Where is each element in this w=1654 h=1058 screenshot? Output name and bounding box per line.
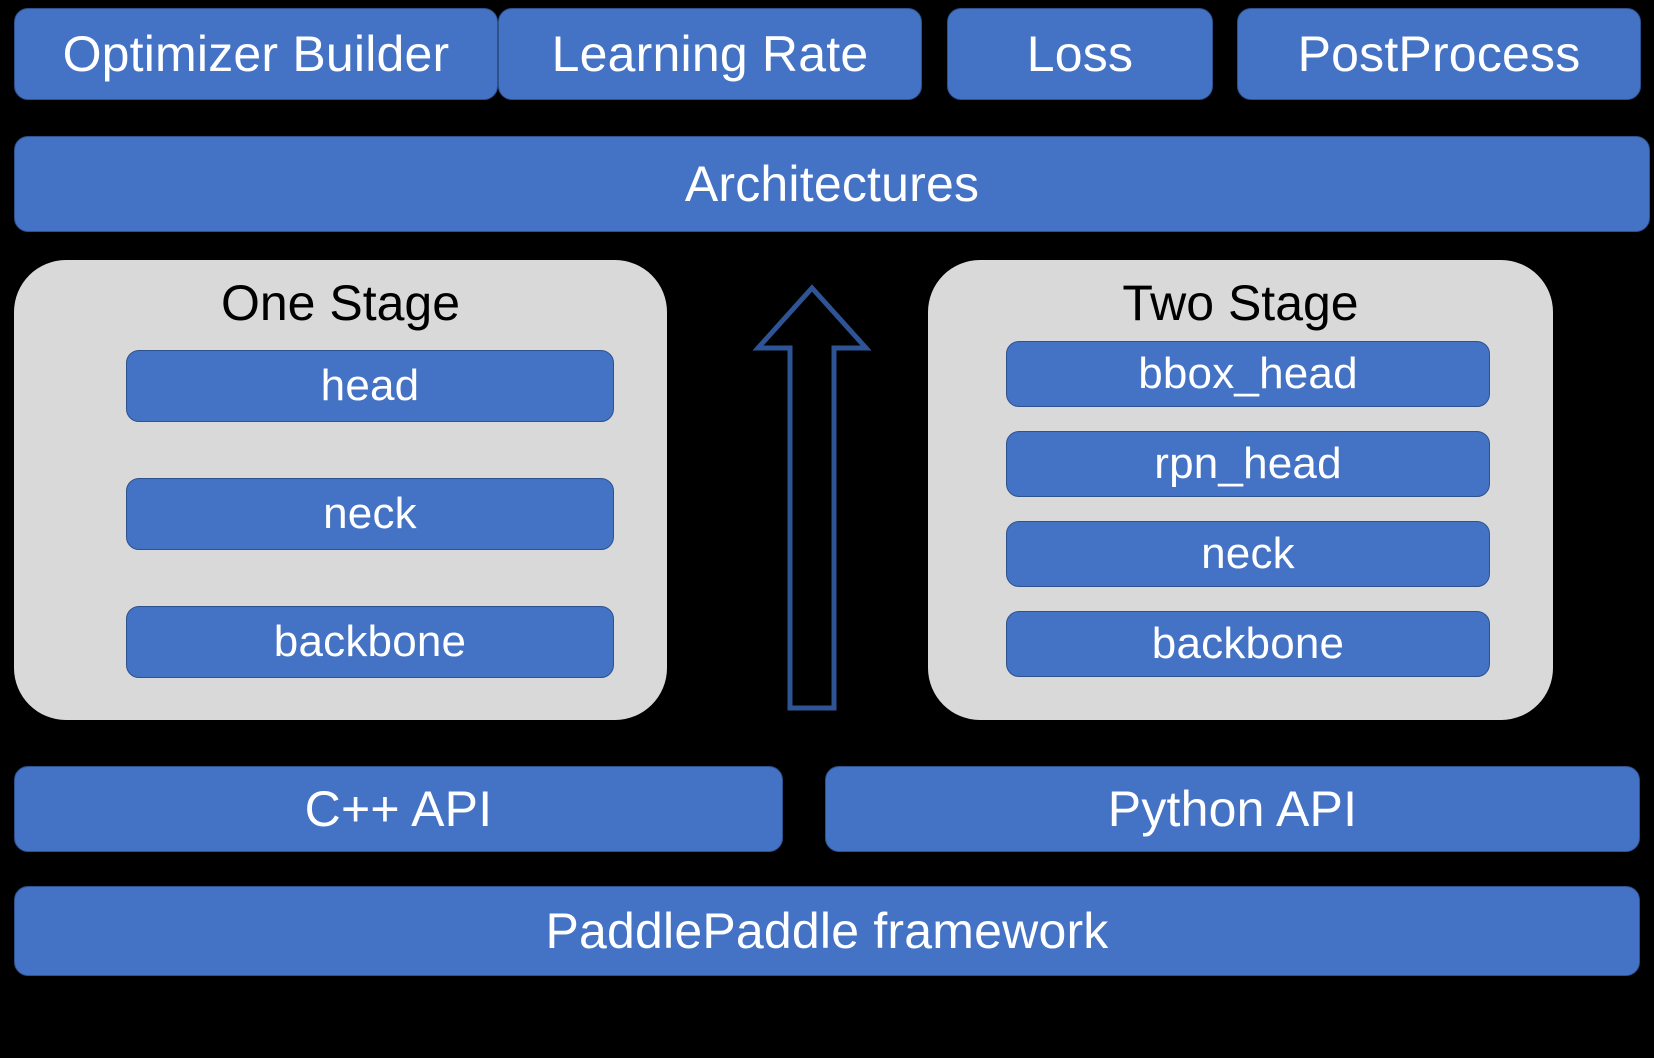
loss-box[interactable]: Loss [947, 8, 1213, 100]
python-api-box[interactable]: Python API [825, 766, 1640, 852]
architectures-label: Architectures [684, 155, 980, 212]
one-stage-neck-label: neck [323, 488, 417, 538]
loss-label: Loss [1026, 25, 1134, 82]
learning-rate-label: Learning Rate [551, 25, 869, 82]
upward-arrow-icon [752, 284, 872, 711]
one-stage-backbone-box[interactable]: backbone [126, 606, 614, 678]
optimizer-builder-box[interactable]: Optimizer Builder [14, 8, 498, 100]
two-stage-backbone-box[interactable]: backbone [1006, 611, 1490, 677]
two-stage-backbone-label: backbone [1151, 618, 1345, 668]
learning-rate-box[interactable]: Learning Rate [498, 8, 922, 100]
paddlepaddle-framework-box[interactable]: PaddlePaddle framework [14, 886, 1640, 976]
cpp-api-label: C++ API [304, 780, 493, 837]
postprocess-label: PostProcess [1297, 25, 1581, 82]
two-stage-neck-label: neck [1201, 528, 1295, 578]
one-stage-backbone-label: backbone [273, 616, 467, 666]
two-stage-title: Two Stage [1122, 275, 1359, 331]
optimizer-builder-label: Optimizer Builder [62, 25, 450, 82]
two-stage-bbox-head-box[interactable]: bbox_head [1006, 341, 1490, 407]
one-stage-title: One Stage [220, 275, 461, 331]
postprocess-box[interactable]: PostProcess [1237, 8, 1641, 100]
one-stage-head-box[interactable]: head [126, 350, 614, 422]
architectures-box[interactable]: Architectures [14, 136, 1650, 232]
cpp-api-box[interactable]: C++ API [14, 766, 783, 852]
paddlepaddle-framework-label: PaddlePaddle framework [545, 902, 1109, 959]
two-stage-rpn-head-box[interactable]: rpn_head [1006, 431, 1490, 497]
python-api-label: Python API [1107, 780, 1358, 837]
one-stage-neck-box[interactable]: neck [126, 478, 614, 550]
one-stage-head-label: head [320, 360, 420, 410]
two-stage-bbox-head-label: bbox_head [1138, 348, 1358, 398]
two-stage-neck-box[interactable]: neck [1006, 521, 1490, 587]
two-stage-rpn-head-label: rpn_head [1154, 438, 1342, 488]
